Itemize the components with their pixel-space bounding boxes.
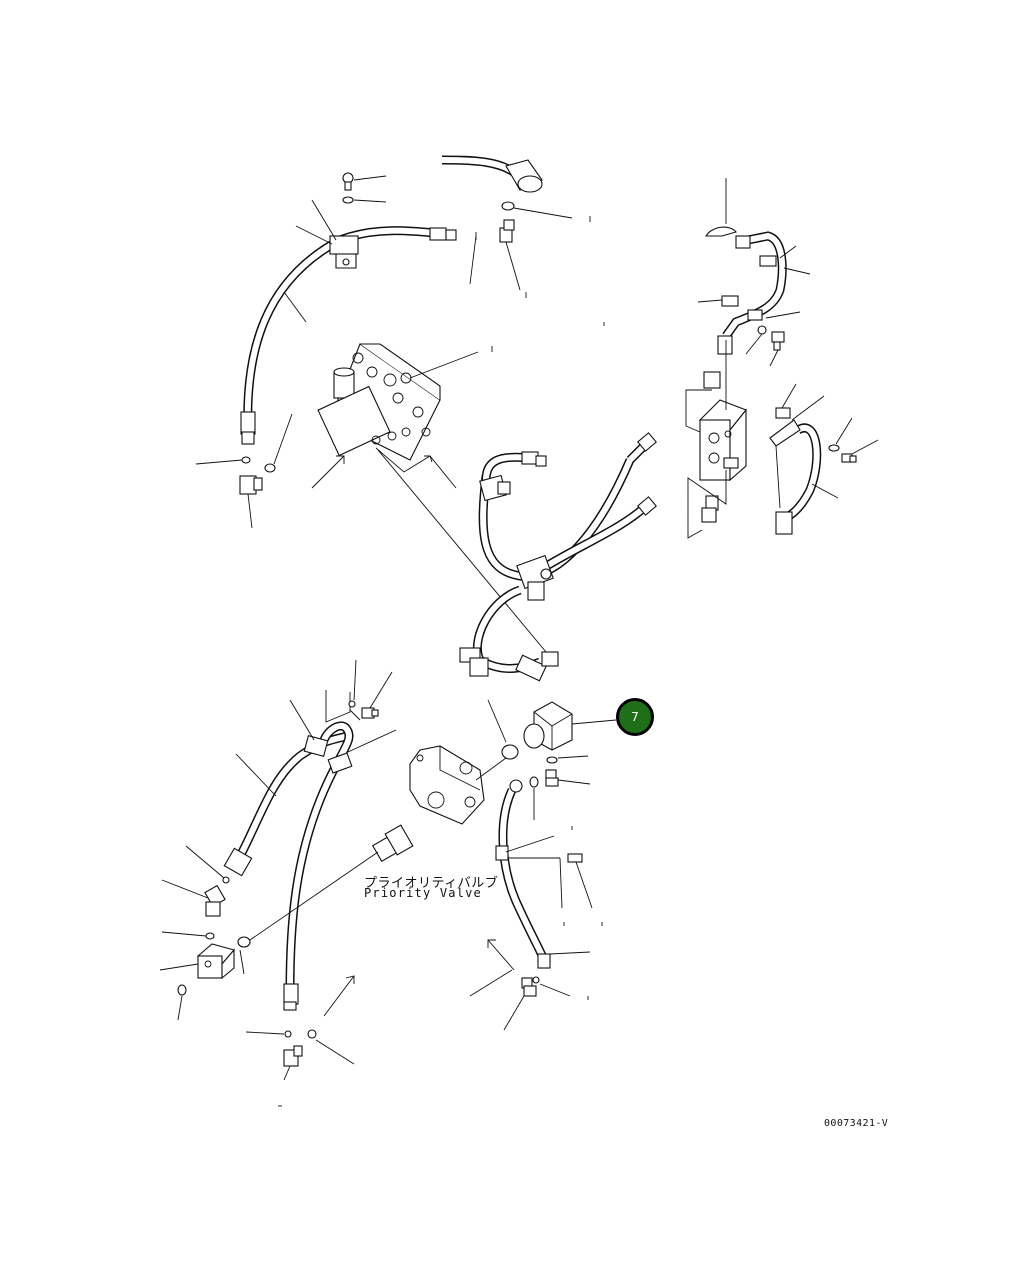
fittings-lower-left xyxy=(159,845,235,1021)
arrow-valve-left xyxy=(311,455,345,489)
leader-clamp xyxy=(311,199,337,241)
bracket-right-a xyxy=(685,389,712,433)
valve-block-main xyxy=(317,343,441,461)
leader-ll-2 xyxy=(235,753,277,797)
o-ring-small-a xyxy=(241,456,251,464)
leader-clamp-2 xyxy=(295,225,333,245)
callout-7[interactable]: 7 xyxy=(616,698,654,736)
elbow-fitting-left xyxy=(239,475,263,529)
fittings-lower-center xyxy=(245,1029,355,1081)
elbow-fitting-top xyxy=(499,219,521,291)
bracket-right-b xyxy=(687,470,727,539)
leader-pin xyxy=(469,235,477,285)
clamp-right-mid xyxy=(697,295,739,307)
clamp-right-top xyxy=(705,180,737,237)
leader-a xyxy=(195,459,243,465)
hose-right-lower xyxy=(775,423,839,535)
leader-oring-ll xyxy=(239,949,245,975)
elbow-tube-top xyxy=(441,155,543,193)
leader-oring-pv xyxy=(487,699,507,743)
hose-upper-left xyxy=(240,226,457,445)
fittings-bottom-right xyxy=(469,969,571,1031)
bolt-lower-left xyxy=(348,659,393,719)
priority-valve-label-en: Priority Valve xyxy=(364,886,482,900)
arrow-head xyxy=(424,455,433,463)
o-ring-top xyxy=(501,201,515,211)
leader-ll-1 xyxy=(289,699,315,741)
o-ring-solenoid xyxy=(546,756,558,764)
fitting-right xyxy=(769,383,825,509)
leader-oring-sol xyxy=(557,755,589,759)
leader-hose xyxy=(283,291,307,323)
arrow-lower xyxy=(323,975,355,1017)
fittings-lower-right xyxy=(505,769,593,909)
hose-clamp-top xyxy=(329,235,359,269)
hose-lower-right xyxy=(495,779,591,969)
leader-valve xyxy=(409,351,479,379)
leader-b xyxy=(273,413,293,465)
hose-bundle-center xyxy=(459,432,657,682)
bolt-top xyxy=(342,172,387,191)
arrow-valve-right xyxy=(375,447,457,489)
o-ring-lower-left xyxy=(237,936,251,948)
washer-top xyxy=(342,196,387,204)
solenoid-block xyxy=(523,701,617,751)
o-ring-pv xyxy=(501,744,519,760)
o-ring-small-b xyxy=(264,463,276,473)
callout-7-number: 7 xyxy=(631,710,639,724)
leader-oring-top xyxy=(513,207,573,219)
leader-ll-3 xyxy=(347,729,397,753)
leader-pv xyxy=(475,757,507,781)
hose-lower-left-a xyxy=(222,731,349,884)
priority-valve-label-jp: プライオリティバルブ xyxy=(364,876,499,891)
hose-lower-left-b xyxy=(283,721,354,1011)
arrow-lower-right xyxy=(487,939,515,971)
connector-fitting xyxy=(249,824,414,941)
priority-valve xyxy=(409,745,485,825)
drawing-code: 00073421-V xyxy=(824,1118,889,1129)
washer-bolt-right xyxy=(828,417,879,463)
leader-diagonal xyxy=(377,449,547,653)
hose-right-small xyxy=(717,231,811,355)
tick-marks xyxy=(278,178,727,1107)
valve-block-right xyxy=(698,340,747,523)
bolt-right xyxy=(745,311,801,367)
